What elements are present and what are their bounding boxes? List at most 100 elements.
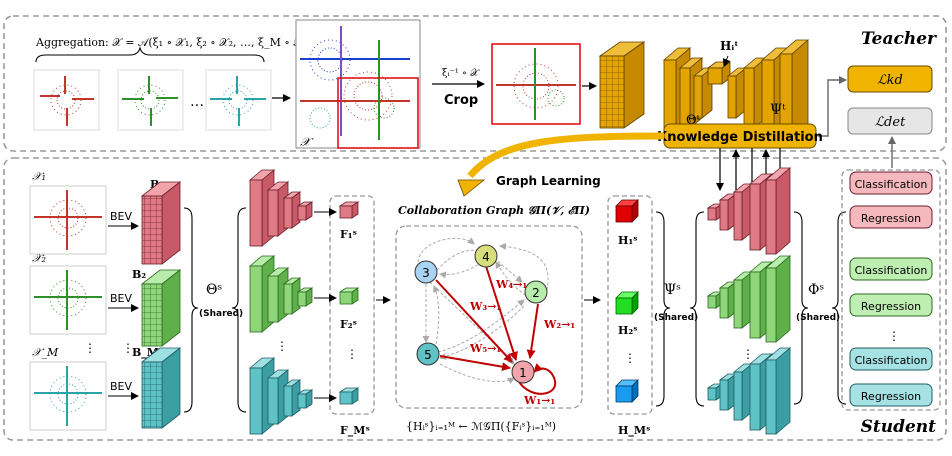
encoder-brace-left xyxy=(183,207,199,413)
crop-label: Crop xyxy=(444,93,478,108)
aggregated-pointcloud xyxy=(295,19,421,149)
h-cube-2 xyxy=(615,291,639,315)
teacher-network xyxy=(662,39,810,149)
feature-cube-2 xyxy=(338,287,360,305)
h-vertical-ellipsis: ⋮ xyxy=(624,351,636,365)
student-encoder-green xyxy=(248,255,314,333)
student-pointcloud-2 xyxy=(29,265,107,335)
student-decoder-teal xyxy=(706,347,792,435)
h-label-1: H₁ˢ xyxy=(618,234,638,247)
student-features-box xyxy=(329,195,375,415)
feature-label-2: F₂ˢ xyxy=(340,318,357,331)
collab-graph-red-edges xyxy=(435,265,556,395)
graph-node-4: 4 xyxy=(474,244,498,268)
student-encoder-shared: (Shared) xyxy=(199,309,243,319)
h-cube-m xyxy=(615,379,639,403)
arrow-teacher-feature xyxy=(722,55,731,67)
h-label-m: H_Mˢ xyxy=(618,424,650,438)
graph-learning-arrow xyxy=(467,132,665,179)
agent-pointcloud-thumb-2 xyxy=(117,69,184,131)
message-passing-formula: {Hᵢˢ}ᵢ₌₁ᴹ ← ℳ𝒢Π({Fᵢˢ}ᵢ₌₁ᴹ) xyxy=(406,420,556,433)
h-label-2: H₂ˢ xyxy=(618,324,638,337)
feature-label-1: F₁ˢ xyxy=(340,228,357,241)
edge-label-w3: W₃→₁ xyxy=(469,300,501,313)
svg-text:4: 4 xyxy=(482,250,490,264)
head-vertical-ellipsis: ⋮ xyxy=(888,329,900,343)
student-encoder-symbol: Θˢ xyxy=(206,282,222,298)
feature-vertical-ellipsis: ⋮ xyxy=(346,347,358,361)
head-output-box xyxy=(841,169,941,411)
regression-label-2: Regression xyxy=(861,300,921,313)
h-features-box xyxy=(607,195,653,415)
edge-label-w2: W₂→₁ xyxy=(543,318,575,331)
student-decoder-shared: (Shared) xyxy=(654,313,698,323)
aggregation-formula: Aggregation: 𝒳 = 𝒜(ξ₁ ∘ 𝒳₁, ξ₂ ∘ 𝒳₂, …, … xyxy=(35,36,324,49)
classification-label-m: Classification xyxy=(855,354,928,367)
student-encoder-teal xyxy=(248,357,314,435)
kd-loss-label: ℒkd xyxy=(877,73,903,88)
edge-label-w1: W₁→₁ xyxy=(523,394,555,407)
inverse-transform-label: ξᵢ⁻¹ ∘ 𝒳 xyxy=(442,68,480,79)
knowledge-distillation-label: Knowledge Distillation xyxy=(657,130,823,145)
agent-2-symbol: 𝒳₂ xyxy=(32,252,46,265)
agent-pointcloud-thumb-1 xyxy=(33,69,100,131)
det-loss-box xyxy=(847,107,933,135)
arrow-to-kd-loss xyxy=(818,76,847,137)
teacher-feature-label: Hᵢᵗ xyxy=(720,39,739,53)
teacher-bev-grid xyxy=(598,41,646,129)
student-decoder-symbol: Ψˢ xyxy=(664,282,681,298)
collab-graph-title: Collaboration Graph 𝒢Π(𝒱, ℰΠ) xyxy=(398,204,590,217)
student-encoder-pink xyxy=(248,169,314,247)
svg-text:5: 5 xyxy=(424,348,432,362)
teacher-panel xyxy=(3,15,947,152)
agent-m-symbol: 𝒳_M xyxy=(32,346,59,359)
classification-label-1: Classification xyxy=(855,178,928,191)
graph-learning-label: Graph Learning xyxy=(496,174,601,188)
decoder-brace-left xyxy=(655,211,671,407)
graph-node-1: 1 xyxy=(511,360,535,384)
head-brace-left xyxy=(793,211,809,405)
det-loss-label: ℒdet xyxy=(875,115,906,130)
graph-node-3: 3 xyxy=(414,260,438,284)
bev-grid-2-label: B₂ xyxy=(132,268,146,281)
decoder-vertical-ellipsis: ⋮ xyxy=(742,347,754,361)
teacher-decoder-label: Ψᵗ xyxy=(770,102,786,118)
bev-grid-1 xyxy=(140,181,182,265)
svg-text:3: 3 xyxy=(422,266,430,280)
feature-cube-m xyxy=(338,387,360,405)
agent-ellipsis-top: … xyxy=(190,94,204,110)
bev-label-m: BEV xyxy=(110,380,132,393)
graph-node-5: 5 xyxy=(416,342,440,366)
agent-1-symbol: 𝒳₁ xyxy=(32,170,46,183)
agent-vertical-ellipsis: ⋮ xyxy=(84,341,96,355)
aggregation-brace xyxy=(35,46,265,63)
bev-grid-m xyxy=(140,347,182,429)
agent-pointcloud-thumb-m xyxy=(205,69,272,131)
student-label: Student xyxy=(861,417,937,437)
edge-label-w5: W₅→₁ xyxy=(469,342,501,355)
student-head-symbol: Φˢ xyxy=(808,282,824,298)
student-decoder-green xyxy=(706,255,792,343)
cropped-pointcloud xyxy=(491,43,581,125)
graph-learning-arrowhead xyxy=(457,179,486,197)
regression-label-1: Regression xyxy=(861,212,921,225)
bev-grid-2 xyxy=(140,269,182,347)
kd-loss-box xyxy=(847,65,933,93)
bev-vertical-ellipsis: ⋮ xyxy=(122,341,134,355)
head-brace-right xyxy=(831,211,847,405)
classification-box-1 xyxy=(849,171,933,195)
student-pointcloud-1 xyxy=(29,185,107,255)
regression-box-1 xyxy=(849,205,933,229)
h-cube-1 xyxy=(615,199,639,223)
svg-text:2: 2 xyxy=(532,286,540,300)
student-pointcloud-m xyxy=(29,361,107,431)
regression-label-m: Regression xyxy=(861,390,921,403)
decoder-brace-right xyxy=(689,211,705,407)
graph-node-2: 2 xyxy=(524,280,548,304)
bev-label-2: BEV xyxy=(110,292,132,305)
teacher-label: Teacher xyxy=(861,29,937,49)
classification-box-2 xyxy=(849,257,933,281)
svg-text:1: 1 xyxy=(519,366,527,380)
regression-box-m xyxy=(849,383,933,407)
